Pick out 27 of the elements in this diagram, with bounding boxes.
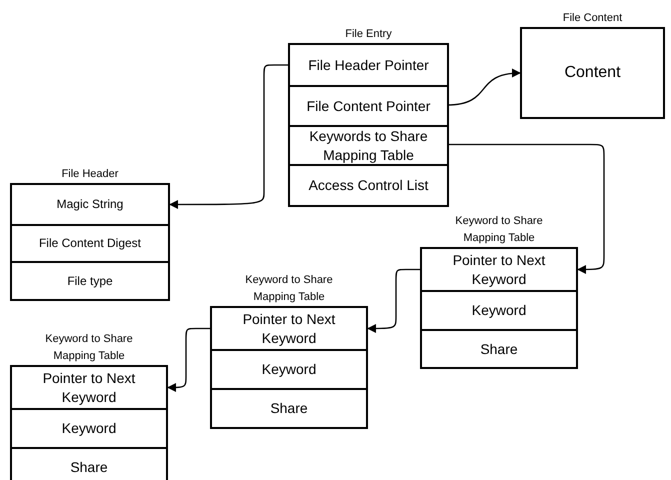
field-cell: Keyword <box>12 408 166 447</box>
structure-title: Keyword to Share Mapping Table <box>244 273 334 305</box>
structure-title: File Entry <box>344 27 393 42</box>
field-cell: Share <box>212 388 366 427</box>
field-cell: Magic String <box>12 185 168 224</box>
field-cell: Share <box>12 447 166 480</box>
field-cell: File Content Digest <box>12 224 168 261</box>
structure-title: Keyword to Share Mapping Table <box>44 332 134 364</box>
field-cell: Pointer to Next Keyword <box>422 249 576 290</box>
arrow <box>367 268 422 334</box>
field-cell: File type <box>12 261 168 299</box>
structure-title: File Content <box>562 11 624 26</box>
field-cell: Keywords to Share Mapping Table <box>290 125 447 164</box>
arrow <box>169 64 290 210</box>
field-cell: Pointer to Next Keyword <box>12 367 166 408</box>
structure-title: File Header <box>60 167 120 182</box>
field-cell: Access Control List <box>290 164 447 205</box>
field-cell: Share <box>422 329 576 367</box>
field-cell: File Content Pointer <box>290 85 447 125</box>
field-cell: Pointer to Next Keyword <box>212 308 366 349</box>
field-cell: Keyword <box>422 290 576 329</box>
field-cell: Keyword <box>212 349 366 388</box>
field-cell: File Header Pointer <box>290 45 447 85</box>
arrow <box>167 328 212 392</box>
arrow <box>447 144 605 274</box>
structure-title: Keyword to Share Mapping Table <box>454 214 544 246</box>
content-text: Content <box>564 64 621 82</box>
